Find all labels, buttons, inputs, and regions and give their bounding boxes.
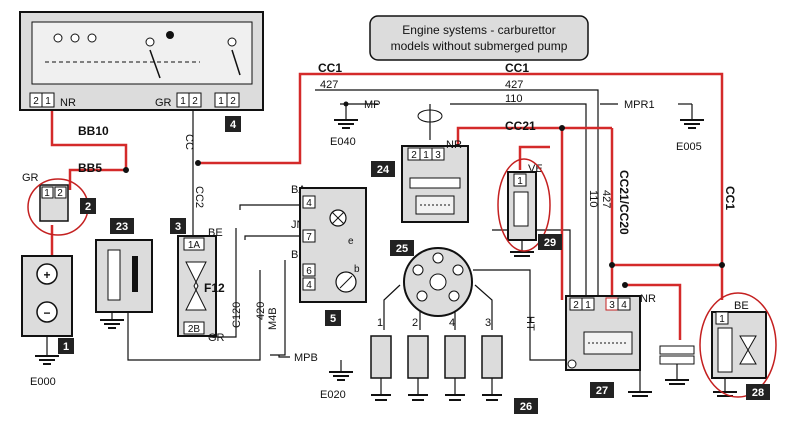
component-27: 2 1 3 4 NR 27 xyxy=(565,293,695,398)
title-box: Engine systems - carburettor models with… xyxy=(369,15,589,61)
svg-text:6: 6 xyxy=(306,266,312,277)
component-29: VE 1 29 xyxy=(497,158,562,257)
component-25-distributor: 25 xyxy=(390,240,473,317)
svg-text:4: 4 xyxy=(621,300,627,311)
battery-plus: + xyxy=(43,268,50,282)
svg-text:4: 4 xyxy=(306,280,312,291)
pin-2: 2 xyxy=(230,96,236,107)
component-number-28: 28 xyxy=(752,387,764,399)
svg-text:3: 3 xyxy=(435,150,441,161)
battery-1: + − 1 E000 xyxy=(21,255,74,388)
component-number-4: 4 xyxy=(230,119,237,131)
component-number-23: 23 xyxy=(116,221,128,233)
svg-text:4: 4 xyxy=(306,198,312,209)
wire-label-110: 110 xyxy=(587,190,599,208)
ground-label-e020: E020 xyxy=(320,389,346,401)
component-2: GR 1 2 2 xyxy=(22,172,96,236)
title-line-1: Engine systems - carburettor xyxy=(402,23,555,37)
junction-dots xyxy=(123,125,725,288)
color-code-gr: GR xyxy=(208,332,225,344)
wire-label-427: 427 xyxy=(505,79,523,91)
wire-label-cc21: CC21 xyxy=(505,119,536,133)
component-28: 1 BE 28 xyxy=(699,292,777,400)
ground-label-e040: E040 xyxy=(330,136,356,148)
fuse-f12-label: F12 xyxy=(204,281,225,295)
wire-label-427: 427 xyxy=(320,79,338,91)
component-3-f12: 3 1A BE F12 2B GR xyxy=(170,218,225,344)
pin-2: 2 xyxy=(33,96,39,107)
wire-label-cc: CC xyxy=(183,134,195,150)
svg-text:1: 1 xyxy=(44,188,50,199)
battery-minus: − xyxy=(43,306,50,320)
svg-text:1: 1 xyxy=(517,176,523,187)
wire-label-110: 110 xyxy=(505,93,523,105)
wire-label-m4b: M4B xyxy=(267,307,279,330)
color-code-nr: NR xyxy=(446,139,462,151)
component-number-1: 1 xyxy=(63,341,69,353)
ground-label-e000: E000 xyxy=(30,376,56,388)
component-number-2: 2 xyxy=(85,201,91,213)
wire-label-427: 427 xyxy=(600,190,612,208)
wire-label-cc2: CC2 xyxy=(193,186,205,208)
component-number-26: 26 xyxy=(520,401,532,413)
component-23: 23 xyxy=(95,218,153,329)
wire-label-c120: C120 xyxy=(231,302,243,328)
svg-text:3: 3 xyxy=(485,317,491,329)
svg-text:b: b xyxy=(354,264,360,275)
wire-label-bb5: BB5 xyxy=(78,161,102,175)
wire-label-cc1: CC1 xyxy=(505,61,529,75)
svg-text:2: 2 xyxy=(57,188,63,199)
svg-text:3: 3 xyxy=(609,300,615,311)
component-24: 2 1 3 NR 24 xyxy=(371,109,469,223)
node-label-mp: MP xyxy=(364,99,381,111)
node-label-mpr1: MPR1 xyxy=(624,99,655,111)
svg-text:e: e xyxy=(348,236,354,247)
svg-text:1: 1 xyxy=(377,317,383,329)
component-number-5: 5 xyxy=(330,313,336,325)
color-code-be: BE xyxy=(734,300,749,312)
svg-text:2: 2 xyxy=(573,300,579,311)
wire-label-cc1: CC1 xyxy=(318,61,342,75)
color-code-nr: NR xyxy=(640,293,656,305)
pin-1: 1 xyxy=(218,96,224,107)
color-code-gr: GR xyxy=(155,97,172,109)
node-label-mpb: MPB xyxy=(294,352,318,364)
component-number-29: 29 xyxy=(544,237,556,249)
svg-text:1A: 1A xyxy=(188,240,201,251)
component-26-spark-plugs: 1 2 4 3 26 xyxy=(370,317,538,414)
svg-text:1: 1 xyxy=(585,300,591,311)
svg-text:4: 4 xyxy=(449,317,455,329)
wire-label-cc1: CC1 xyxy=(723,186,737,210)
svg-text:7: 7 xyxy=(306,232,312,243)
svg-text:2: 2 xyxy=(411,150,417,161)
pin-1: 1 xyxy=(180,96,186,107)
relay-unit-4: 2 1 NR 1 2 GR 1 2 4 xyxy=(19,11,264,132)
svg-text:1: 1 xyxy=(719,314,725,325)
svg-text:2: 2 xyxy=(412,317,418,329)
color-code-be: BE xyxy=(208,227,223,239)
component-number-24: 24 xyxy=(377,164,390,176)
wire-label-ht: HT xyxy=(524,316,536,331)
ground-label-e005: E005 xyxy=(676,141,702,153)
component-number-25: 25 xyxy=(396,243,408,255)
color-code-gr: GR xyxy=(22,172,39,184)
pin-2: 2 xyxy=(192,96,198,107)
title-line-2: models without submerged pump xyxy=(391,39,568,53)
wire-label-bb10: BB10 xyxy=(78,124,109,138)
svg-text:1: 1 xyxy=(423,150,429,161)
component-number-27: 27 xyxy=(596,385,608,397)
component-5-gauge: BA JN BE 4 7 6 4 e b 5 xyxy=(291,184,367,326)
wire-label-cc21-cc20: CC21/CC20 xyxy=(617,170,631,235)
color-code-nr: NR xyxy=(60,97,76,109)
wire-label-420: 420 xyxy=(255,302,267,320)
pin-1: 1 xyxy=(45,96,51,107)
svg-text:2B: 2B xyxy=(188,324,201,335)
component-number-3: 3 xyxy=(175,221,181,233)
